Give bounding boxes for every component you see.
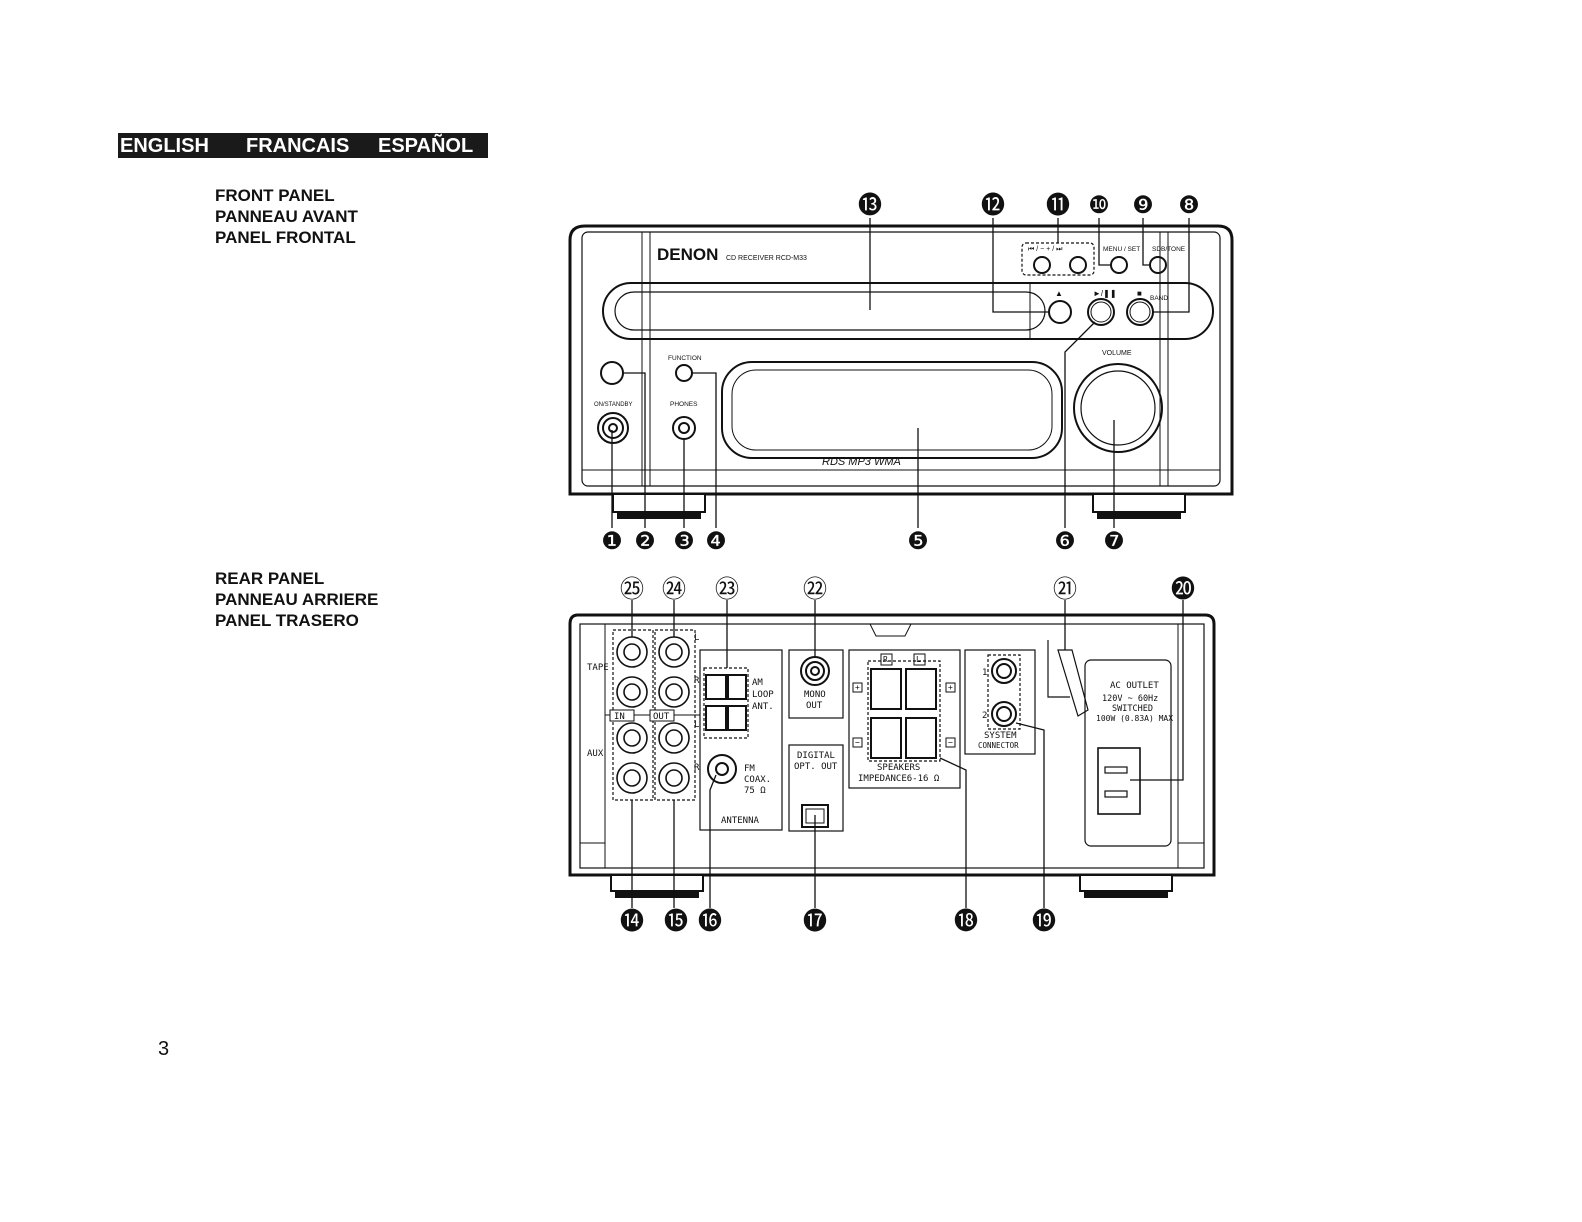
l-label-1: L (694, 633, 699, 643)
tape-label: TAPE (587, 663, 609, 673)
cd-tray (602, 282, 1214, 340)
connector-label: CONNECTOR (978, 741, 1019, 750)
front-panel-title: FRONT PANEL PANNEAU AVANT PANEL FRONTAL (215, 185, 358, 248)
spk-plus-2: + (948, 683, 953, 692)
lang-espanol: ESPAÑOL (378, 135, 474, 157)
front-body-outline (568, 224, 1234, 496)
callout-24: ㉔ (662, 576, 686, 603)
lang-english: ENGLISH (120, 135, 209, 157)
impedance-label: IMPEDANCE6-16 Ω (858, 774, 940, 784)
spk-l-label: L (916, 655, 921, 664)
callout-14: ⓮ (620, 908, 644, 935)
in-label: IN (614, 712, 625, 722)
ohm75-label: 75 Ω (744, 786, 766, 796)
sys-2-label: 2 (982, 711, 987, 721)
rear-body-outline (568, 613, 1216, 877)
phones-label: PHONES (670, 401, 698, 408)
callout-25: ㉕ (620, 576, 644, 603)
digital-label: DIGITAL (797, 751, 835, 761)
brand-logo: DENON (657, 245, 718, 264)
lang-francais: FRANCAIS (246, 135, 350, 157)
switched-label: SWITCHED (1112, 704, 1153, 714)
callout-2: ❷ (634, 528, 656, 555)
display-window (721, 361, 1063, 459)
on-standby-label: ON/STANDBY (594, 402, 633, 408)
mono-out-label: OUT (806, 701, 823, 711)
rear-title-fr: PANNEAU ARRIERE (215, 590, 379, 609)
skip-label: ⏮ / − + / ⏭ (1028, 246, 1063, 253)
callout-19: ⓳ (1032, 908, 1056, 935)
eject-label: ▲ (1055, 289, 1063, 298)
spk-minus-2: − (948, 738, 953, 747)
callout-10: ❿ (1088, 192, 1110, 219)
rear-title-es: PANEL TRASERO (215, 611, 359, 630)
callout-7: ❼ (1103, 528, 1125, 555)
loop-label: LOOP (752, 690, 774, 700)
callout-4: ❹ (705, 528, 727, 555)
front-title-en: FRONT PANEL (215, 186, 335, 205)
menu-set-label: MENU / SET (1103, 246, 1140, 253)
am-label: AM (752, 678, 763, 688)
front-title-es: PANEL FRONTAL (215, 228, 356, 247)
band-label: BAND (1150, 295, 1168, 302)
callout-15: ⓯ (664, 908, 688, 935)
page-number: 3 (158, 1038, 170, 1060)
spk-r-label: R (883, 655, 888, 664)
language-bar: ENGLISH FRANCAIS ESPAÑOL (118, 133, 488, 158)
ant-label: ANT. (752, 702, 774, 712)
callout-17: ⓱ (803, 908, 827, 935)
ac-outlet-label: AC OUTLET (1110, 681, 1159, 691)
aux-label: AUX (587, 749, 604, 759)
format-logos: RDS MP3 WMA (822, 456, 901, 468)
callout-11: ⓫ (1046, 192, 1070, 219)
rear-panel-title: REAR PANEL PANNEAU ARRIERE PANEL TRASERO (215, 568, 378, 631)
callout-16: ⓰ (698, 908, 722, 935)
system-label: SYSTEM (984, 731, 1017, 741)
ac-max-label: 100W (0.83A) MAX (1096, 714, 1173, 723)
callout-13: ⓭ (858, 192, 882, 219)
opt-out-label: OPT. OUT (794, 762, 838, 772)
speakers-label: SPEAKERS (877, 763, 920, 773)
model-label: CD RECEIVER RCD-M33 (726, 255, 807, 262)
callout-12: ⓬ (981, 192, 1005, 219)
fm-label: FM (744, 764, 755, 774)
volume-knob (1073, 363, 1163, 453)
coax-label: COAX. (744, 775, 771, 785)
callout-22: ㉒ (803, 576, 827, 603)
spk-minus-1: − (855, 738, 860, 747)
stop-label: ■ (1137, 289, 1142, 298)
callout-6: ❻ (1054, 528, 1076, 555)
l-label-2: L (694, 720, 699, 730)
function-label: FUNCTION (668, 355, 702, 362)
antenna-label: ANTENNA (721, 816, 760, 826)
rear-title-en: REAR PANEL (215, 569, 325, 588)
ac-volt-label: 120V ~ 60Hz (1102, 694, 1158, 704)
out-label: OUT (653, 712, 670, 722)
sys-1-label: 1 (982, 668, 987, 678)
callout-3: ❸ (673, 528, 695, 555)
callout-9: ❾ (1132, 192, 1154, 219)
play-pause-label: ►/❚❚ (1093, 289, 1117, 298)
callout-8: ❽ (1178, 192, 1200, 219)
r-label-1: R (694, 676, 700, 686)
callout-23: ㉓ (715, 576, 739, 603)
callout-1: ❶ (601, 528, 623, 555)
sdb-tone-label: SDB/TONE (1152, 246, 1186, 253)
callout-18: ⓲ (954, 908, 978, 935)
callout-21: ㉑ (1053, 576, 1077, 603)
front-title-fr: PANNEAU AVANT (215, 207, 358, 226)
volume-label: VOLUME (1102, 350, 1132, 357)
r-label-2: R (694, 763, 700, 773)
callout-5: ❺ (907, 528, 929, 555)
callout-20: ⓴ (1171, 576, 1195, 603)
spk-plus-1: + (855, 683, 860, 692)
mono-label: MONO (804, 690, 826, 700)
